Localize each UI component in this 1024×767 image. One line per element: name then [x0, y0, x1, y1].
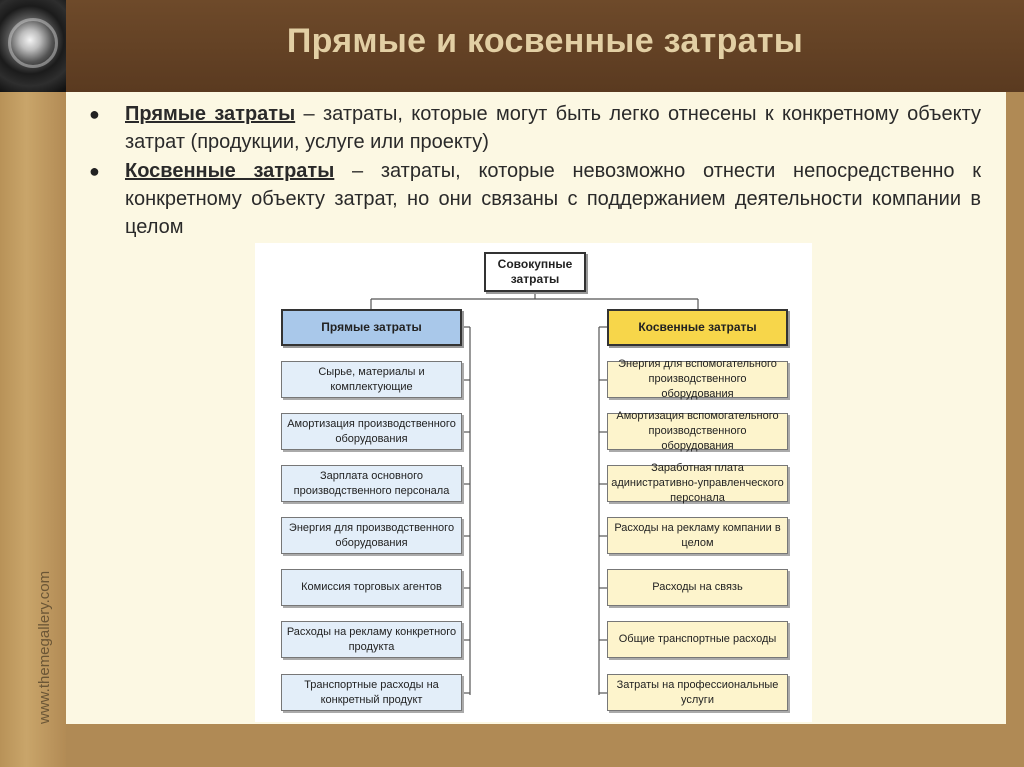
direct-cost-item: Амортизация производственного оборудован…: [281, 413, 462, 450]
definition-list: ● Прямые затраты – затраты, которые могу…: [89, 100, 981, 242]
direct-cost-item: Энергия для производственного оборудован…: [281, 517, 462, 554]
direct-cost-item: Расходы на рекламу конкретного продукта: [281, 621, 462, 658]
bullet-term: Косвенные затраты: [125, 160, 335, 182]
header-box-direct-costs: Прямые затраты: [281, 309, 462, 346]
direct-cost-item: Сырье, материалы и комплектующие: [281, 361, 462, 398]
bullet-text: – затраты, которые невозможно отнести не…: [125, 160, 981, 238]
indirect-cost-item: Расходы на рекламу компании в целом: [607, 517, 788, 554]
bullet-icon: ●: [89, 161, 100, 181]
indirect-cost-item: Энергия для вспомогательного производств…: [607, 358, 788, 400]
cost-diagram: Совокупные затраты Прямые затраты Косвен…: [255, 243, 812, 722]
indirect-cost-item: Общие транспортные расходы: [607, 621, 788, 658]
slide-title: Прямые и косвенные затраты: [286, 22, 804, 60]
bullet-text: – затраты, которые могут быть легко отне…: [125, 103, 981, 153]
bullet-icon: ●: [89, 104, 100, 124]
bullet-indirect: ● Косвенные затраты – затраты, которые н…: [89, 157, 981, 241]
indirect-cost-item: Амортизация вспомогательного производств…: [607, 410, 788, 452]
root-box-total-costs: Совокупные затраты: [484, 252, 586, 292]
indirect-cost-item: Затраты на профессиональные услуги: [607, 674, 788, 711]
indirect-cost-item: Расходы на связь: [607, 569, 788, 606]
indirect-cost-item: Заработная плата адинистративно-управлен…: [607, 462, 788, 504]
bullet-direct: ● Прямые затраты – затраты, которые могу…: [89, 100, 981, 156]
left-decor-strip: [0, 0, 66, 767]
side-watermark-text: www.themegallery.com: [36, 570, 53, 724]
connector-lines: [370, 292, 699, 695]
direct-cost-item: Комиссия торговых агентов: [281, 569, 462, 606]
header-box-indirect-costs: Косвенные затраты: [607, 309, 788, 346]
corner-decor-image: [0, 0, 66, 92]
direct-cost-item: Транспортные расходы на конкретный проду…: [281, 674, 462, 711]
bullet-term: Прямые затраты: [125, 103, 296, 125]
header-bar: [66, 0, 1024, 92]
direct-cost-item: Зарплата основного производственного пер…: [281, 465, 462, 502]
